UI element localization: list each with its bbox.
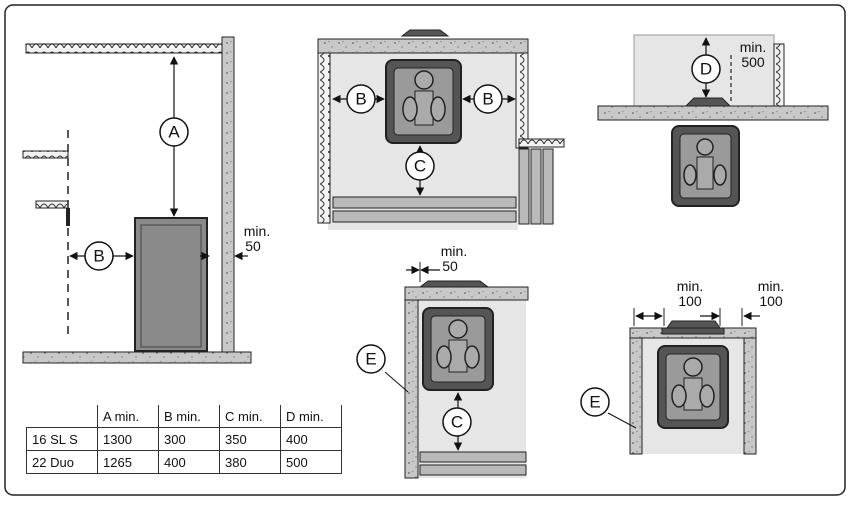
bench-upper [22, 150, 69, 159]
leader-e-2 [607, 412, 637, 429]
heater-front [422, 307, 494, 391]
label-b-side-marker: B [84, 241, 114, 271]
clearance-table: A min. B min. C min. D min. 16 SL S 1300… [26, 405, 342, 474]
label-b-left-marker: B [346, 84, 376, 114]
outer-frame [4, 4, 846, 496]
side-wall [221, 36, 235, 354]
shield-left [629, 337, 643, 455]
cell-d: 400 [280, 427, 342, 451]
heater-shield [657, 345, 729, 429]
ceiling-panel [25, 43, 223, 54]
label-e-shield: E [589, 393, 600, 412]
leader-e-1 [384, 371, 409, 393]
min-side-value: 50 [245, 238, 261, 254]
min-shield-right-value: 100 [759, 293, 783, 309]
label-e-shield-marker: E [580, 387, 610, 417]
label-b-right-marker: B [473, 84, 503, 114]
back-wall-2 [404, 286, 529, 301]
label-c-front: C [451, 413, 463, 432]
header-c-min: C min. [219, 405, 281, 428]
back-wall [317, 38, 529, 54]
min-ceiling-prefix: min. [740, 39, 766, 55]
min-front-value: 50 [442, 258, 458, 274]
label-b-side: B [93, 247, 104, 266]
table-header-row: A min. B min. C min. D min. [27, 405, 342, 428]
table-row: 22 Duo 1265 400 380 500 [26, 450, 342, 474]
table-corner [27, 405, 98, 428]
cell-d: 500 [280, 450, 342, 474]
label-d-marker: D [691, 54, 721, 84]
right-wall-wood [515, 52, 529, 149]
cell-a: 1300 [97, 427, 159, 451]
label-b-right: B [482, 90, 493, 109]
label-e-front-marker: E [356, 344, 386, 374]
cell-b: 300 [158, 427, 220, 451]
min-side-prefix: min. [244, 223, 270, 239]
label-a: A [168, 123, 180, 142]
label-a-marker: A [159, 117, 189, 147]
label-c-front-marker: C [442, 407, 472, 437]
label-e-front: E [365, 350, 376, 369]
header-a-min: A min. [97, 405, 159, 428]
header-d-min: D min. [280, 405, 342, 428]
cell-b: 400 [158, 450, 220, 474]
top-view-corner [317, 29, 565, 230]
heater-ceiling [671, 125, 740, 207]
min-shield-right-prefix: min. [758, 278, 784, 294]
bench-1 [332, 196, 517, 209]
heater-side [134, 217, 208, 352]
row-model: 22 Duo [26, 450, 98, 474]
label-d: D [700, 60, 712, 79]
floor [22, 351, 252, 364]
min-ceiling-value: 500 [741, 54, 765, 70]
bench-2 [332, 210, 517, 223]
heater-top-1 [385, 59, 462, 144]
front-wall-view [384, 262, 529, 479]
cell-a: 1265 [97, 450, 159, 474]
ceiling-view [597, 34, 829, 207]
ceiling-slab [597, 105, 829, 121]
label-b-left: B [355, 90, 366, 109]
label-c-top-marker: C [405, 151, 435, 181]
shield-view [607, 308, 760, 455]
cell-c: 380 [219, 450, 281, 474]
cell-c: 350 [219, 427, 281, 451]
row-model: 16 SL S [26, 427, 98, 451]
table-row: 16 SL S 1300 300 350 400 [26, 427, 342, 451]
side-wall-2 [404, 299, 419, 479]
label-c-top: C [414, 157, 426, 176]
side-view [22, 36, 252, 364]
min-front-prefix: min. [441, 243, 467, 259]
left-wall-wood [317, 52, 331, 224]
bench-lower [35, 200, 69, 209]
shield-right [743, 337, 757, 455]
header-b-min: B min. [158, 405, 220, 428]
min-shield-left-prefix: min. [677, 278, 703, 294]
min-shield-left-value: 100 [678, 293, 702, 309]
